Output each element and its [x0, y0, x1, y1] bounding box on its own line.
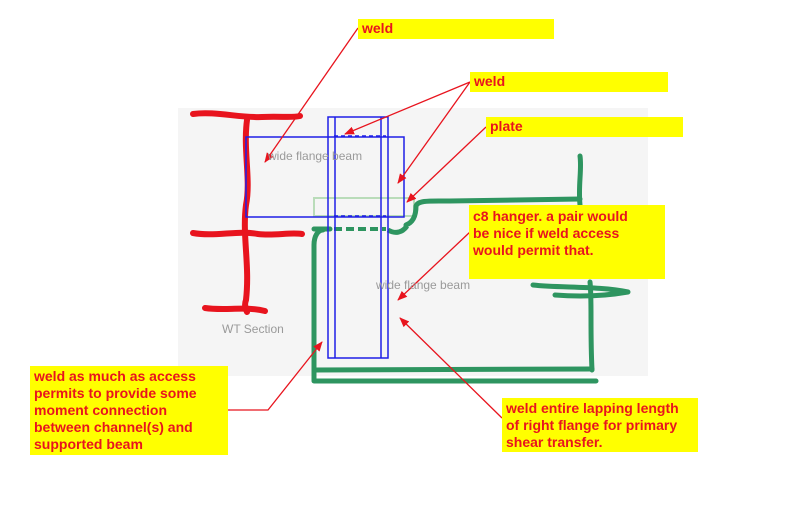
leader-arrows [228, 27, 503, 419]
upper-beam-label: wide flange beam [268, 149, 363, 163]
channel-scribble [530, 282, 631, 299]
channel-upper-flange [403, 196, 583, 228]
arrow-weld-right-a [344, 81, 471, 135]
arrow-moment-weld [228, 341, 323, 411]
wt-bottom-flange [202, 305, 268, 314]
beam-outer [327, 116, 389, 359]
arrow-lapping-weld [399, 317, 503, 419]
arrow-weld-top [264, 27, 359, 163]
lower-beam-label: wide flange beam [376, 278, 471, 292]
arrow-weld-right-b [397, 81, 471, 184]
callout-weld-top: weld [358, 19, 554, 39]
wt-section-label: WT Section [222, 322, 284, 336]
callout-lapping-weld: weld entire lapping length of right flan… [502, 398, 698, 452]
supported-beam-outline [327, 116, 389, 359]
channel-sketch [311, 153, 631, 384]
wt-top-flange [190, 110, 303, 121]
weld-bead-upper [386, 224, 410, 235]
arrow-c8-hanger [397, 231, 471, 301]
callout-moment-weld: weld as much as access permits to provid… [30, 366, 228, 455]
channel-web-top [576, 153, 584, 208]
callout-plate: plate [486, 117, 683, 137]
arrow-plate [406, 126, 487, 203]
callout-weld-right: weld [470, 72, 668, 92]
callout-c8-hanger: c8 hanger. a pair would be nice if weld … [469, 205, 665, 279]
wt-middle-flange [190, 229, 305, 238]
